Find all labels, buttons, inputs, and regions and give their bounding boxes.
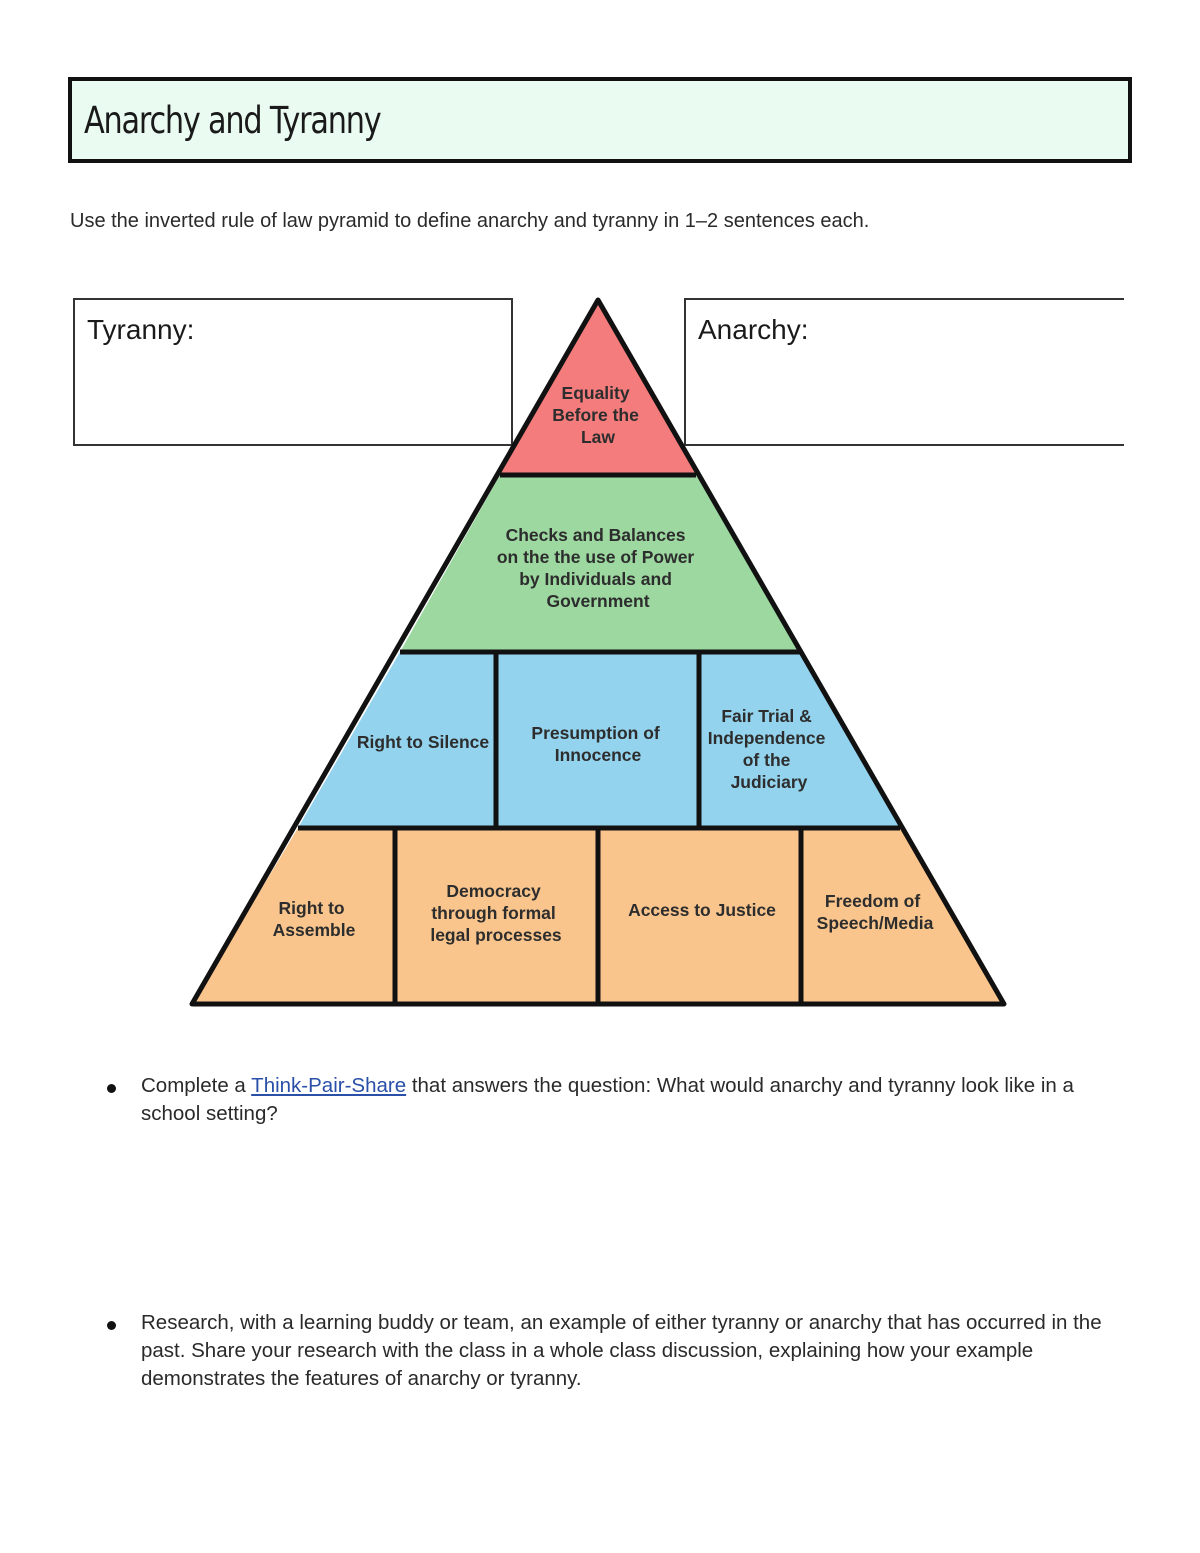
label-line: Before the	[552, 405, 639, 425]
task-item-think-pair-share: Complete a Think-Pair-Share that answers…	[107, 1072, 1131, 1128]
label-line: Right to Silence	[357, 732, 490, 752]
instructions-text: Use the inverted rule of law pyramid to …	[70, 210, 870, 232]
bullet-icon	[107, 1084, 116, 1093]
label-line: Assemble	[273, 920, 356, 940]
label-line: Presumption of	[531, 723, 660, 743]
anarchy-answer-box[interactable]: Anarchy:	[684, 298, 1124, 446]
task-item-research: Research, with a learning buddy or team,…	[107, 1309, 1131, 1393]
label-line: Innocence	[555, 745, 642, 765]
label-line: legal processes	[430, 925, 562, 945]
pyramid-label-fair-trial: Fair Trial & Independence of the Judicia…	[708, 706, 831, 792]
label-line: Law	[581, 427, 615, 447]
label-line: Equality	[562, 383, 630, 403]
pyramid-label-freedom-of-speech: Freedom of Speech/Media	[817, 891, 934, 933]
label-line: Fair Trial &	[721, 706, 812, 726]
task-text: Research, with a learning buddy or team,…	[141, 1311, 1102, 1390]
label-line: Independence	[708, 728, 826, 748]
label-line: Right to	[279, 898, 345, 918]
pyramid-label-access-to-justice: Access to Justice	[628, 900, 776, 920]
label-line: Access to Justice	[628, 900, 776, 920]
task-text: Complete a	[141, 1074, 252, 1097]
pyramid-label-equality: Equality Before the Law	[552, 383, 643, 447]
label-line: Freedom of	[825, 891, 920, 911]
pyramid-tier-third	[298, 652, 900, 828]
think-pair-share-link[interactable]: Think-Pair-Share	[251, 1074, 407, 1097]
label-line: Democracy	[446, 881, 541, 901]
label-line: on the the use of Power	[497, 547, 695, 567]
pyramid-tier-top	[500, 300, 696, 475]
pyramid-label-right-to-assemble: Right to Assemble	[273, 898, 356, 940]
bullet-icon	[107, 1321, 116, 1330]
label-line: of the	[743, 750, 791, 770]
pyramid-label-presumption-of-innocence: Presumption of Innocence	[531, 723, 664, 765]
tyranny-answer-box[interactable]: Tyranny:	[73, 298, 513, 446]
rule-of-law-pyramid: Equality Before the Law Checks and Balan…	[189, 297, 1007, 1007]
label-line: through formal	[431, 903, 555, 923]
label-line: Checks and Balances	[506, 525, 686, 545]
title-banner: Anarchy and Tyranny	[68, 77, 1132, 163]
page-title: Anarchy and Tyranny	[84, 99, 382, 142]
pyramid-label-democracy: Democracy through formal legal processes	[430, 881, 562, 945]
tyranny-label: Tyranny:	[87, 314, 195, 345]
pyramid-tier-second	[400, 475, 800, 652]
pyramid-label-checks-balances: Checks and Balances on the the use of Po…	[497, 525, 699, 611]
label-line: by Individuals and	[519, 569, 672, 589]
label-line: Government	[546, 591, 649, 611]
label-line: Speech/Media	[817, 913, 934, 933]
task-text: that answers the question: What would an…	[141, 1074, 1074, 1125]
label-line: Judiciary	[731, 772, 808, 792]
anarchy-label: Anarchy:	[698, 314, 809, 345]
pyramid-label-right-to-silence: Right to Silence	[357, 732, 490, 752]
